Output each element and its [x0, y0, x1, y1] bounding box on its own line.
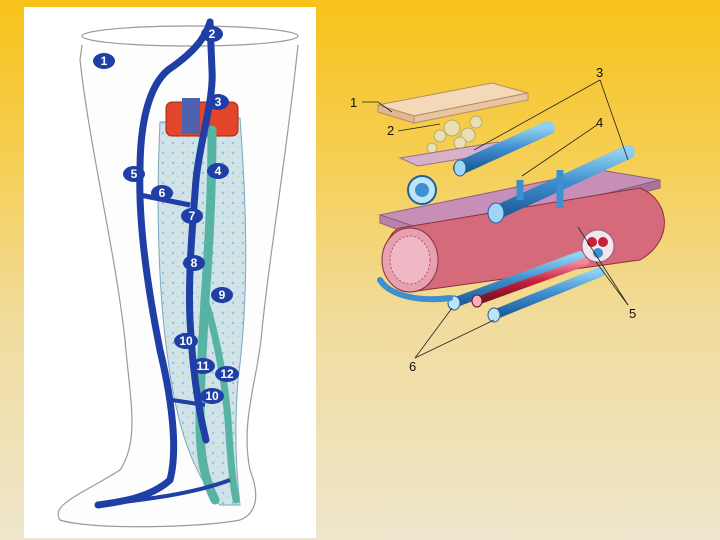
deep-vein-end-2 — [487, 307, 501, 323]
great-saphenous-vein — [94, 18, 214, 509]
leg-marker-8-text: 8 — [191, 256, 198, 270]
leg-marker-9-text: 9 — [219, 288, 226, 302]
leg-marker-10-lower-text: 10 — [205, 389, 219, 403]
leg-marker-5: 5 — [123, 166, 145, 182]
leg-marker-1: 1 — [93, 53, 115, 69]
tissue-label-2: 2 — [387, 123, 394, 138]
leg-marker-10: 10 — [174, 333, 198, 349]
deep-vein-tube-2 — [491, 267, 605, 319]
leg-marker-1-text: 1 — [101, 54, 108, 68]
vein-cross-section — [182, 98, 200, 134]
leader-line-5b — [595, 261, 629, 306]
tissue-label-6: 6 — [409, 359, 416, 374]
leader-line-3b — [599, 79, 629, 161]
leader-line-6b — [414, 319, 495, 359]
tissue-label-4: 4 — [596, 115, 603, 130]
thigh-top-ring — [81, 25, 299, 47]
leg-marker-10-lower: 10 — [200, 388, 224, 404]
tissue-label-3: 3 — [596, 65, 603, 80]
tissue-diagram: 1 2 3 4 5 6 — [350, 65, 665, 374]
deep-vein-teal-branch — [201, 296, 240, 504]
deep-artery-tube — [476, 258, 589, 304]
leg-marker-11: 11 — [191, 358, 215, 374]
deep-artery-end — [471, 294, 483, 308]
leg-marker-12-text: 12 — [220, 367, 234, 381]
leader-line-2 — [397, 123, 441, 132]
leg-marker-8: 8 — [183, 255, 205, 271]
perforator-vein-lower — [171, 398, 206, 407]
superficial-vein-end — [453, 159, 467, 177]
deep-vein-tube-1 — [451, 251, 585, 307]
leg-marker-4: 4 — [207, 163, 229, 179]
leg-diagram: 1 2 3 4 5 6 7 8 — [24, 7, 316, 538]
subcutaneous-fat — [426, 115, 483, 154]
leg-marker-2: 2 — [201, 26, 223, 42]
tissue-label-1: 1 — [350, 95, 357, 110]
leader-line-4 — [521, 124, 598, 177]
leg-marker-7-text: 7 — [189, 209, 196, 223]
tributary-vein — [377, 277, 453, 303]
leg-marker-5-text: 5 — [131, 167, 138, 181]
leader-line-6a — [414, 307, 453, 359]
leader-line-5a — [577, 226, 629, 306]
tissue-label-5: 5 — [629, 306, 636, 321]
leg-marker-9: 9 — [211, 287, 233, 303]
neurovascular-bundle-cross-section — [581, 229, 615, 263]
leg-marker-3: 3 — [207, 94, 229, 110]
leader-line-1 — [362, 101, 393, 113]
leg-marker-6: 6 — [151, 185, 173, 201]
superficial-vein-tube — [453, 121, 555, 175]
deep-vein-teal — [195, 125, 220, 505]
superficial-vessel-cross-section — [407, 175, 437, 205]
perforating-vein-end — [487, 202, 505, 224]
leg-marker-6-text: 6 — [159, 186, 166, 200]
leg-marker-10-text: 10 — [179, 334, 193, 348]
muscle-bundle — [381, 187, 665, 293]
leg-marker-7: 7 — [181, 208, 203, 224]
foot-venous-arch — [97, 478, 231, 507]
leg-marker-2-text: 2 — [209, 27, 216, 41]
leg-marker-12: 12 — [215, 366, 239, 382]
leader-line-3a — [473, 79, 601, 151]
leg-marker-11-text: 11 — [197, 359, 210, 373]
leg-marker-4-text: 4 — [215, 164, 222, 178]
skin-layer-front — [413, 92, 529, 124]
femoral-vein-blue — [185, 18, 216, 444]
leg-marker-3-text: 3 — [215, 95, 222, 109]
